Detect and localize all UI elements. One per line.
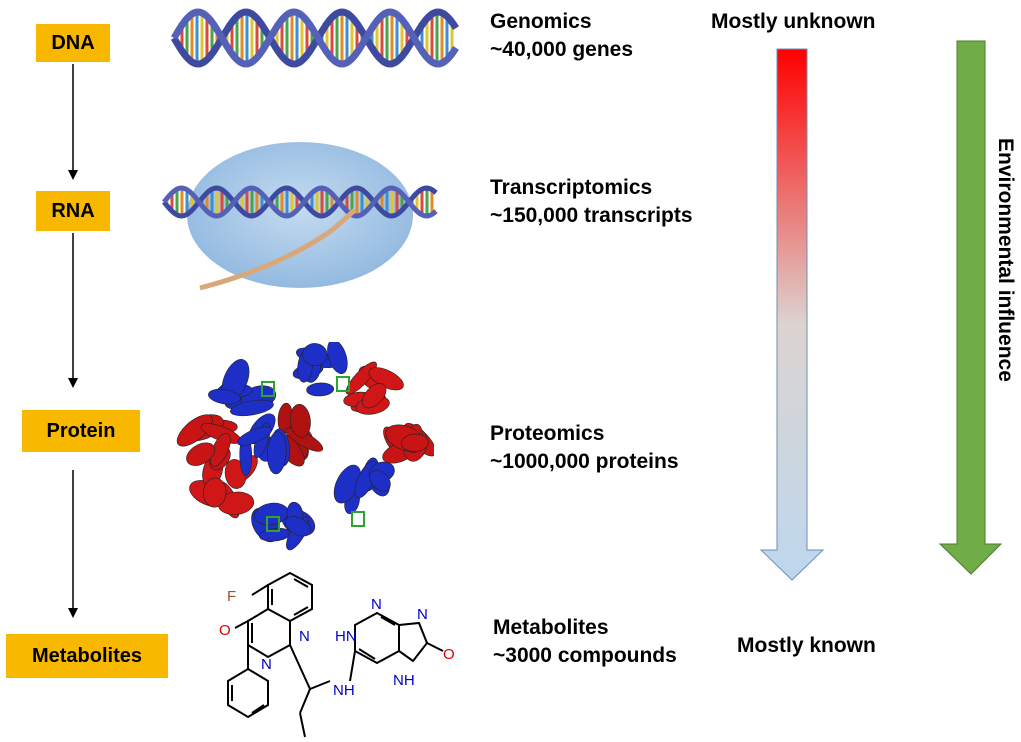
fluorine-atom: F	[227, 588, 236, 605]
nh-atom-2: NH	[333, 682, 355, 699]
proteomics-count: ~1000,000 proteins	[490, 450, 679, 473]
nitrogen-atom-1: N	[299, 628, 310, 645]
hn-atom: HN	[335, 628, 357, 645]
dna-helix-illustration	[170, 8, 459, 68]
genomics-label: Genomics ~40,000 genes	[490, 8, 633, 64]
metabolites-count: ~3000 compounds	[493, 644, 677, 667]
flow-arrows	[68, 64, 78, 618]
protein-box: Protein	[22, 410, 140, 452]
genomics-count: ~40,000 genes	[490, 38, 634, 61]
genomics-title: Genomics	[490, 10, 592, 33]
metabolites-box: Metabolites	[6, 634, 168, 678]
nitrogen-atom-3: N	[371, 596, 382, 613]
proteomics-title: Proteomics	[490, 422, 605, 445]
nitrogen-atom-4: N	[417, 606, 428, 623]
oxygen-atom-1: O	[219, 622, 231, 639]
metabolites-omics-label: Metabolites ~3000 compounds	[493, 614, 677, 670]
knowledge-gradient-arrow	[760, 48, 825, 581]
dna-box: DNA	[36, 24, 110, 62]
polymerase-bubble	[187, 142, 413, 288]
environmental-influence-label: Environmental influence	[994, 138, 1017, 382]
nh-atom-1: NH	[393, 672, 415, 689]
metabolites-title: Metabolites	[493, 616, 609, 639]
protein-label: Protein	[46, 419, 116, 442]
transcriptomics-count: ~150,000 transcripts	[490, 204, 693, 227]
mostly-unknown-label: Mostly unknown	[711, 10, 876, 33]
metabolite-molecule-illustration: F O N N HN N N NH NH O	[219, 571, 455, 738]
proteomics-label: Proteomics ~1000,000 proteins	[490, 420, 679, 476]
transcription-illustration	[162, 142, 438, 291]
rna-box: RNA	[36, 191, 110, 231]
transcriptomics-label: Transcriptomics ~150,000 transcripts	[490, 174, 693, 230]
transcriptomics-title: Transcriptomics	[490, 176, 653, 199]
metabolites-label: Metabolites	[31, 644, 143, 667]
environmental-influence-arrow	[938, 40, 1003, 575]
mostly-known-label: Mostly known	[737, 634, 876, 657]
nitrogen-atom-2: N	[261, 656, 272, 673]
rna-label: RNA	[51, 199, 95, 222]
oxygen-atom-2: O	[443, 646, 455, 663]
protein-structure-illustration	[176, 342, 434, 551]
rna-strand	[199, 208, 357, 291]
dna-label: DNA	[51, 31, 95, 54]
